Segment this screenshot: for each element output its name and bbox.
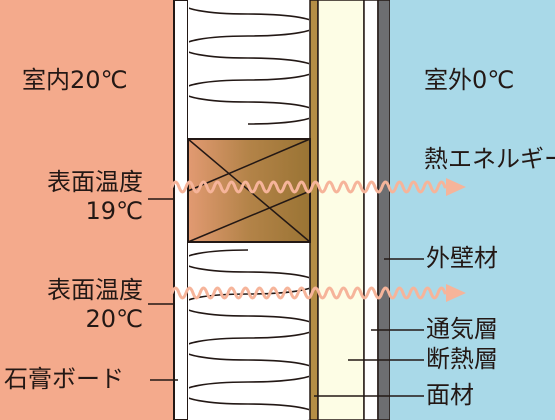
upper-surface-temperature-title: 表面温度 <box>47 168 143 196</box>
indoor-temperature-label: 室内20℃ <box>22 66 128 94</box>
heat-flow-arrows <box>170 178 466 302</box>
upper-surface-temperature-value: 19℃ <box>85 197 144 225</box>
insulation-batt-curve <box>189 249 309 420</box>
insulation-board-layer <box>317 0 365 420</box>
ventilation-layer-label: 通気層 <box>426 315 498 343</box>
exterior-wall-material-label: 外壁材 <box>426 244 498 272</box>
gypsum-board-layer <box>173 0 189 420</box>
heat-arrow-lower-wave <box>170 286 447 300</box>
face-material-label: 面材 <box>426 381 474 409</box>
gypsum-board-label: 石膏ボード <box>4 365 124 393</box>
outdoor-zone <box>390 0 555 420</box>
heat-arrow-lower-arrowhead <box>446 284 466 302</box>
heat-arrow-upper-arrowhead <box>446 178 466 196</box>
insulation-batt-curve <box>189 7 309 125</box>
insulation-layer-label: 断熱層 <box>426 345 498 373</box>
face-material-layer <box>309 0 319 420</box>
leader-lines <box>148 198 424 397</box>
outdoor-temperature-label: 室外0℃ <box>424 66 515 94</box>
ventilation-gap <box>363 0 379 420</box>
heat-arrow-upper-wave <box>170 180 447 194</box>
indoor-zone <box>0 0 174 420</box>
heat-energy-label: 熱エネルギー <box>424 145 555 173</box>
lower-surface-temperature-title: 表面温度 <box>47 276 143 304</box>
insulation-batts <box>189 7 309 420</box>
lower-surface-temperature-value: 20℃ <box>85 305 144 333</box>
exterior-wall-layer <box>377 0 391 420</box>
